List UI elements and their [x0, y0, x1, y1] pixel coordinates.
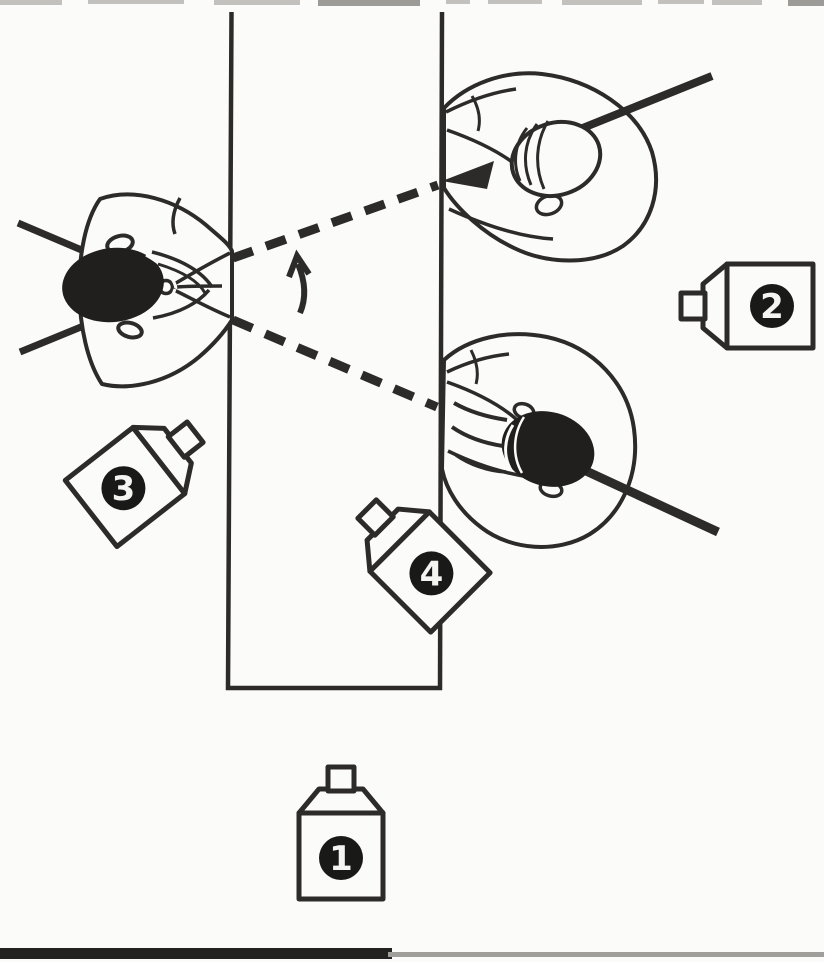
person-bottom-right-crease [469, 349, 479, 385]
person-top-right-crease [470, 95, 481, 132]
sight-line-upper [231, 180, 440, 263]
camera-3-body-icon [65, 399, 221, 546]
camera-1-badge [319, 836, 363, 880]
camera-3: 3 [65, 399, 221, 546]
person-left [16, 192, 234, 389]
person-top-right-hair-line-3 [536, 120, 550, 190]
camera-1-number: 1 [329, 839, 353, 879]
person-left-head-bump-bottom [116, 320, 144, 340]
person-left-hair-strand-1 [151, 250, 214, 288]
pan-arrow [286, 249, 312, 315]
person-bottom-right-hair-strand-1 [453, 401, 508, 422]
person-bottom-right-collar [446, 352, 510, 374]
person-left-hair-strand-3 [152, 288, 211, 320]
person-left-hair-strand-2 [157, 262, 207, 294]
sight-line-lower [231, 315, 439, 412]
table-outline [225, 11, 445, 691]
person-bottom-right [440, 332, 720, 549]
person-bottom-right-hair-strand-3 [455, 453, 507, 474]
person-top-right [442, 71, 714, 263]
camera-4-number: 4 [420, 554, 444, 594]
sight-line-end-wedge [442, 161, 494, 189]
person-bottom-right-hair-strand-2 [450, 425, 504, 448]
camera-3-number: 3 [112, 469, 136, 509]
table [225, 11, 445, 691]
camera-2-number: 2 [760, 287, 784, 327]
scan-artifact-top [0, 0, 824, 6]
pan-arrow-shaft [295, 262, 308, 315]
person-left-collar-crease [171, 197, 182, 235]
person-left-head [62, 247, 164, 323]
person-left-arm-mid [176, 284, 223, 289]
page-bottom-edge [0, 948, 824, 959]
person-top-right-hair-line-2 [524, 123, 539, 186]
pan-arrow-head [286, 249, 312, 279]
person-top-right-collar [445, 87, 517, 114]
person-bottom-right-hair-part-1 [504, 424, 515, 471]
camera-2-badge [750, 284, 794, 328]
person-bottom-right-hair-part-2 [513, 416, 526, 474]
camera-3-badge [101, 466, 146, 511]
sight-lines [231, 161, 494, 412]
person-top-right-arm-lower [448, 207, 554, 241]
person-left-hair-part-2 [146, 288, 177, 319]
person-top-right-hair-line-1 [514, 127, 529, 182]
camera-1: 1 [299, 767, 383, 899]
person-bottom-right-arm-upper [446, 380, 518, 421]
camera-4-badge [409, 551, 454, 596]
camera-4: 4 [337, 479, 490, 632]
person-bottom-right-head [501, 411, 595, 487]
camera-2: 2 [681, 264, 813, 348]
person-left-hair-part-1 [145, 253, 178, 289]
